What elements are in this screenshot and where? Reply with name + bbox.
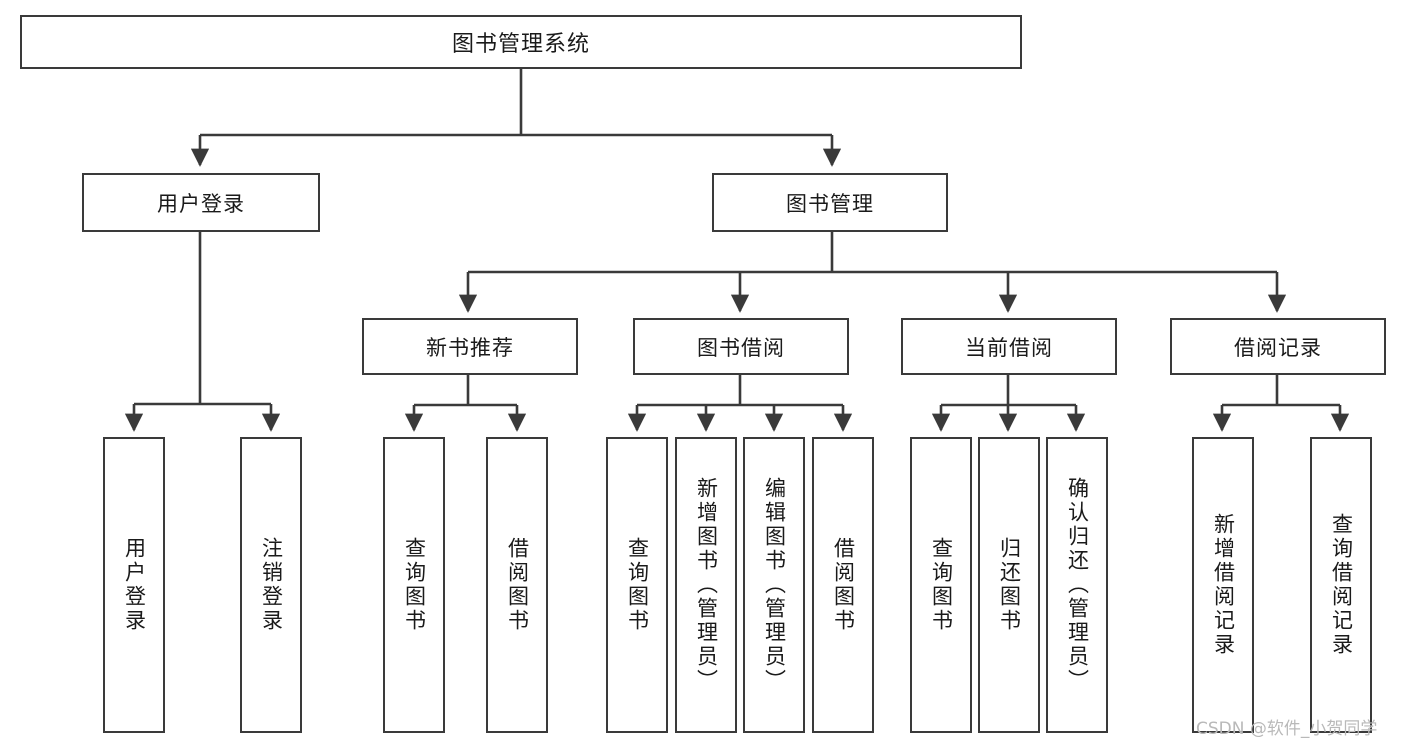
node-label: 图书管理系统 <box>451 32 590 57</box>
node-label: 图书借阅 <box>697 335 785 360</box>
node-label: 借阅记录 <box>1234 335 1322 360</box>
node-label: 编辑图书（管理员） <box>762 477 787 693</box>
node-current-borrow[interactable]: 当前借阅 <box>901 318 1117 375</box>
node-book-management[interactable]: 图书管理 <box>712 173 948 232</box>
node-label: 新增图书（管理员） <box>694 477 719 693</box>
node-label: 当前借阅 <box>965 335 1053 360</box>
leaf-record-query-record[interactable]: 查询借阅记录 <box>1310 437 1372 733</box>
leaf-borrow-edit-book-admin[interactable]: 编辑图书（管理员） <box>743 437 805 733</box>
leaf-current-query-book[interactable]: 查询图书 <box>910 437 972 733</box>
node-new-book-recommend[interactable]: 新书推荐 <box>362 318 578 375</box>
node-label: 查询图书 <box>625 537 650 633</box>
node-label: 查询图书 <box>929 537 954 633</box>
node-label: 查询图书 <box>402 537 427 633</box>
node-borrow-record[interactable]: 借阅记录 <box>1170 318 1386 375</box>
node-label: 借阅图书 <box>505 537 530 633</box>
leaf-borrow-query-book[interactable]: 查询图书 <box>606 437 668 733</box>
node-label: 新书推荐 <box>426 335 514 360</box>
node-label: 用户登录 <box>122 537 147 633</box>
node-label: 借阅图书 <box>831 537 856 633</box>
leaf-new-book-query[interactable]: 查询图书 <box>383 437 445 733</box>
leaf-current-return-book[interactable]: 归还图书 <box>978 437 1040 733</box>
node-label: 查询借阅记录 <box>1329 513 1354 657</box>
leaf-user-login-login[interactable]: 用户登录 <box>103 437 165 733</box>
node-label: 归还图书 <box>997 537 1022 633</box>
leaf-current-confirm-return-admin[interactable]: 确认归还（管理员） <box>1046 437 1108 733</box>
node-label: 确认归还（管理员） <box>1065 477 1090 693</box>
node-root-system[interactable]: 图书管理系统 <box>20 15 1022 69</box>
node-label: 图书管理 <box>786 191 874 216</box>
node-label: 新增借阅记录 <box>1211 513 1236 657</box>
leaf-borrow-add-book-admin[interactable]: 新增图书（管理员） <box>675 437 737 733</box>
leaf-user-login-logout[interactable]: 注销登录 <box>240 437 302 733</box>
node-book-borrow[interactable]: 图书借阅 <box>633 318 849 375</box>
leaf-borrow-borrow-book[interactable]: 借阅图书 <box>812 437 874 733</box>
node-label: 注销登录 <box>259 537 284 633</box>
leaf-new-book-borrow[interactable]: 借阅图书 <box>486 437 548 733</box>
node-label: 用户登录 <box>157 191 245 216</box>
node-user-login[interactable]: 用户登录 <box>82 173 320 232</box>
leaf-record-add-record[interactable]: 新增借阅记录 <box>1192 437 1254 733</box>
